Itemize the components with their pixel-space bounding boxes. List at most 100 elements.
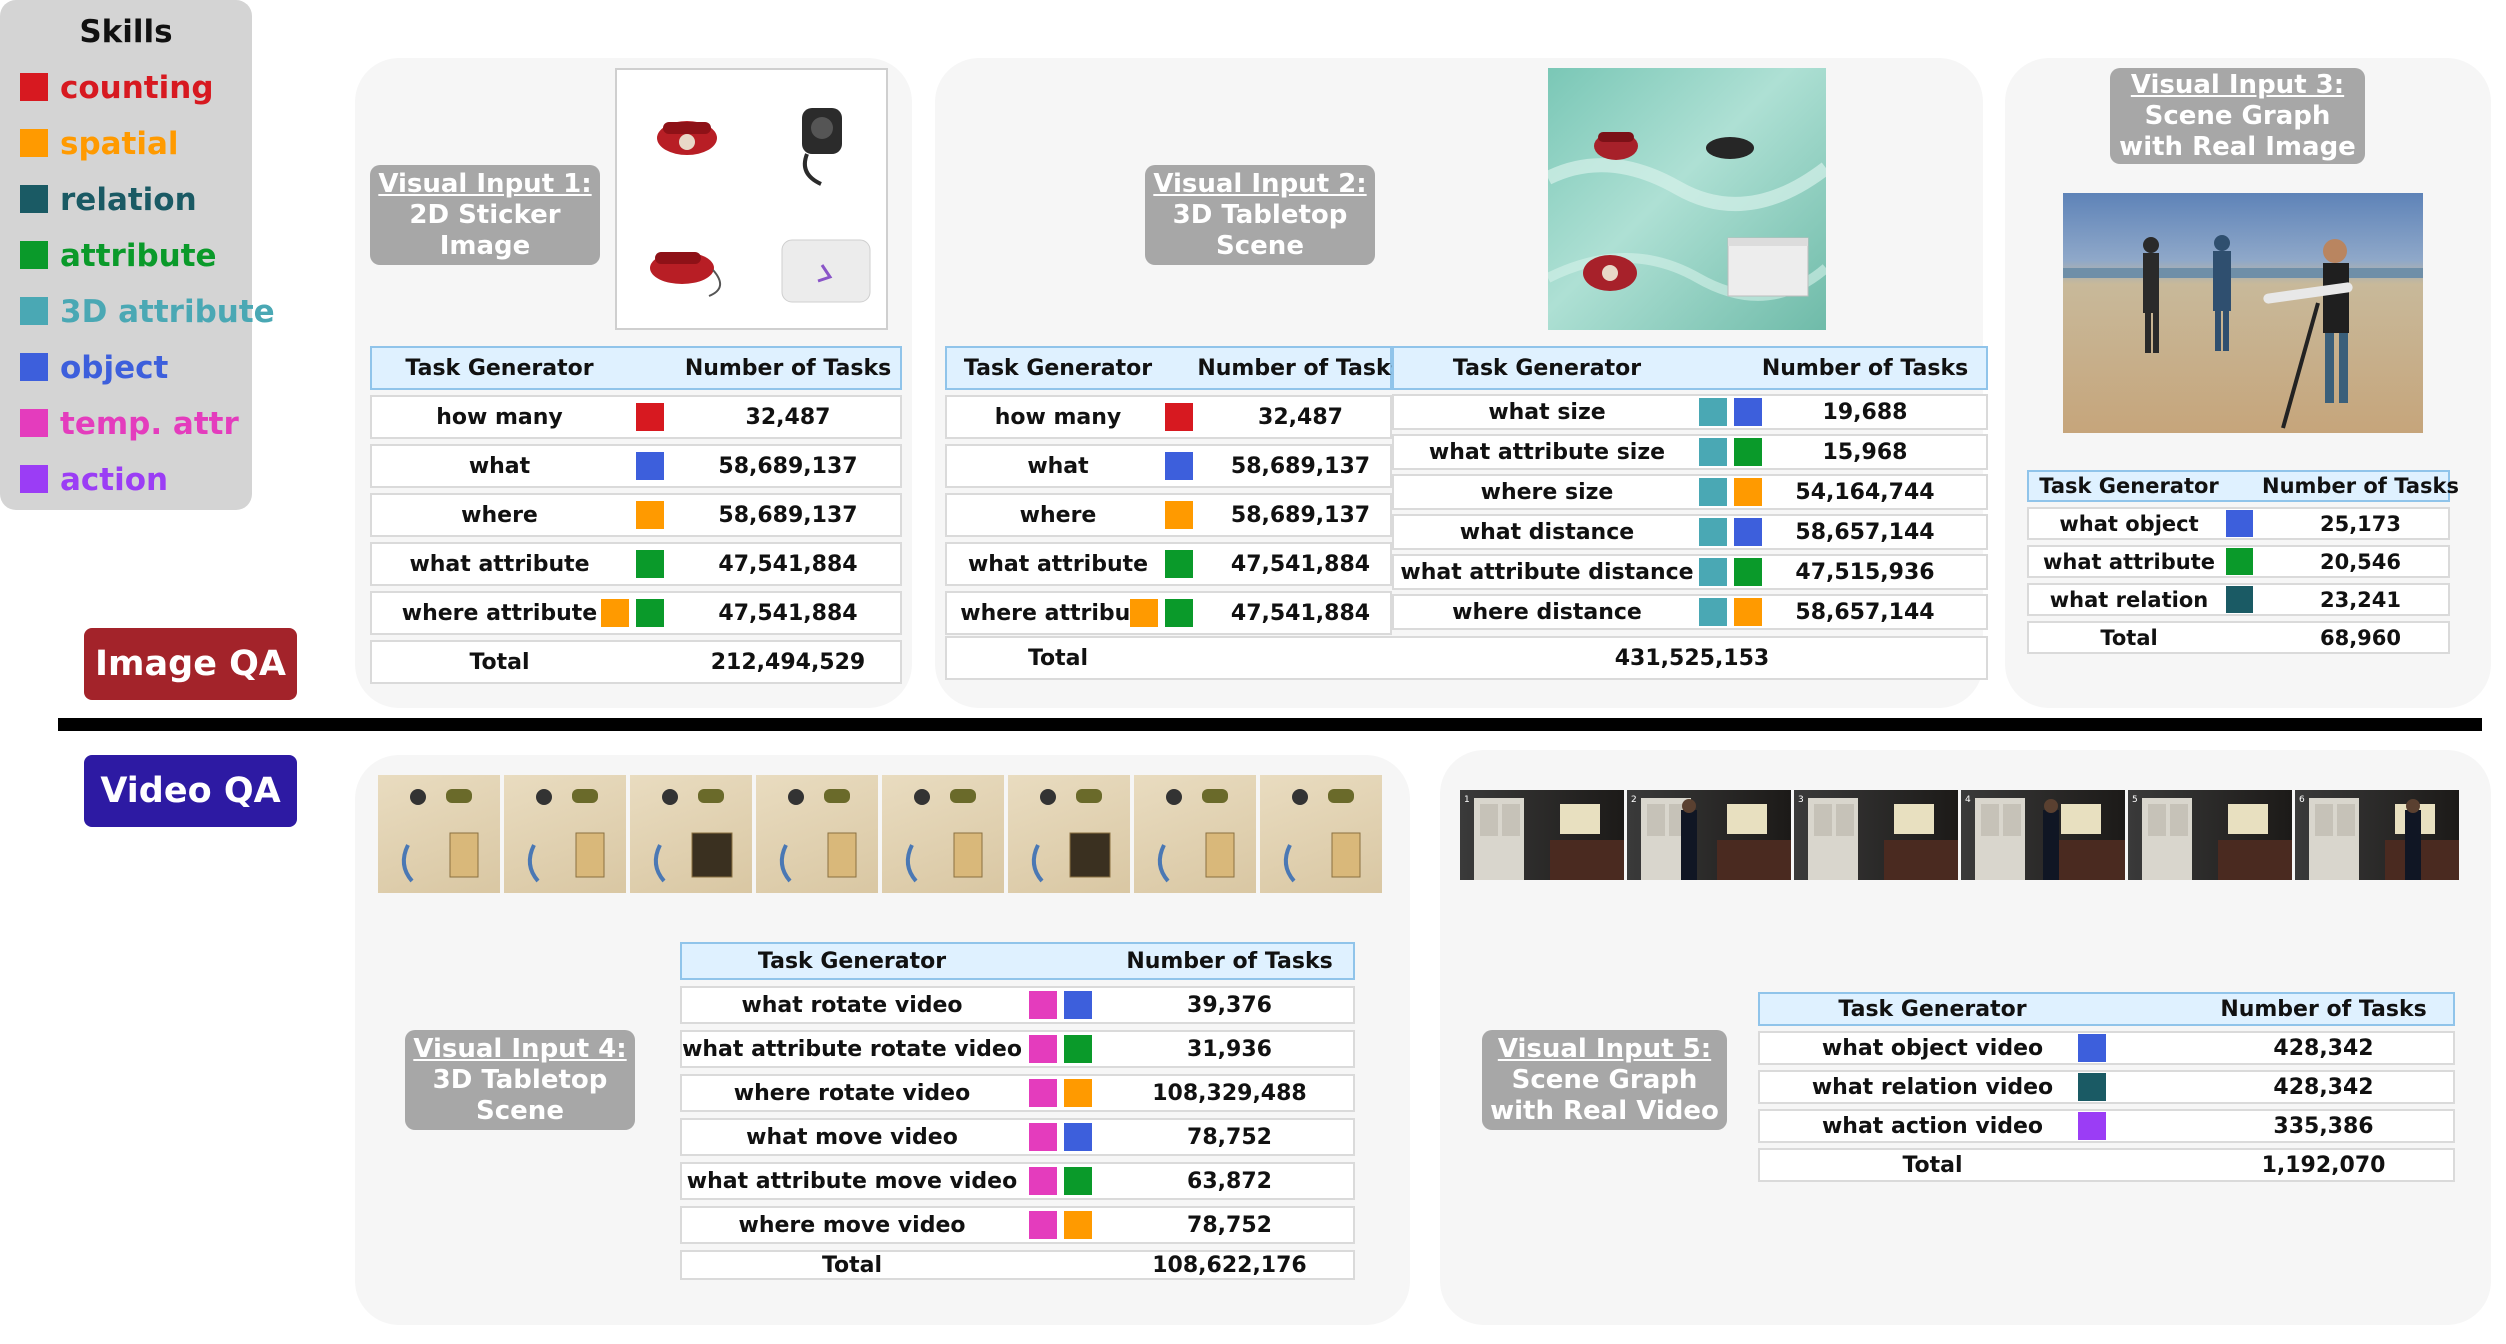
skill-swatch xyxy=(1165,501,1193,529)
total-value: 431,525,153 xyxy=(1614,645,1770,671)
skill-swatch xyxy=(1734,478,1762,506)
table-total-row: Total 1,192,070 xyxy=(1758,1148,2455,1182)
header-number-of-tasks: Number of Tasks xyxy=(2262,474,2459,498)
white-router-icon xyxy=(781,239,871,303)
number-of-tasks: 108,329,488 xyxy=(1152,1080,1307,1106)
skill-swatch xyxy=(1734,438,1762,466)
skill-swatches xyxy=(636,397,664,437)
video-frame xyxy=(504,775,626,893)
number-of-tasks: 47,541,884 xyxy=(718,600,858,626)
skill-legend-item: 3D attribute xyxy=(20,294,275,330)
skill-swatches xyxy=(636,495,664,535)
skill-label: counting xyxy=(60,70,214,106)
task-generator-name: what move video xyxy=(746,1124,958,1150)
skill-swatches xyxy=(1165,397,1193,437)
skill-label: relation xyxy=(60,182,197,218)
skill-swatch xyxy=(1165,452,1193,480)
task-generator-name: where rotate video xyxy=(733,1080,971,1106)
frame-number: 1 xyxy=(1464,795,1470,805)
task-generator-name: what attribute move video xyxy=(686,1168,1018,1194)
video-frame: 3 xyxy=(1794,790,1958,880)
video-frame xyxy=(1134,775,1256,893)
task-generator-name: what attribute xyxy=(2043,549,2215,574)
total-value: 108,622,176 xyxy=(1152,1252,1307,1278)
skill-swatch xyxy=(636,452,664,480)
number-of-tasks: 15,968 xyxy=(1822,439,1908,465)
tabletop-scene-image xyxy=(1548,68,1826,330)
task-generator-name: what xyxy=(468,453,531,479)
skill-swatch xyxy=(2078,1034,2106,1062)
task-generator-name: where distance xyxy=(1452,599,1642,625)
task-generator-name: what size xyxy=(1488,399,1606,425)
number-of-tasks: 58,689,137 xyxy=(1230,502,1371,528)
table-row: what action video 335,386 xyxy=(1758,1109,2455,1143)
image-qa-label: Image QA xyxy=(84,628,297,700)
task-generator-name: how many xyxy=(994,404,1122,430)
skill-swatch xyxy=(1064,1035,1092,1063)
red-rotary-phone-icon xyxy=(1583,255,1637,291)
skill-label: action xyxy=(60,462,169,498)
skill-label: object xyxy=(60,350,169,386)
skill-swatches xyxy=(2078,1111,2106,1141)
header-task-generator: Task Generator xyxy=(405,355,594,381)
header-task-generator: Task Generator xyxy=(757,948,947,974)
header-task-generator: Task Generator xyxy=(1838,996,2027,1022)
skill-swatch xyxy=(1064,991,1092,1019)
skill-swatch xyxy=(20,240,48,269)
skill-swatch xyxy=(1699,518,1727,546)
skill-swatch xyxy=(601,599,629,627)
number-of-tasks: 58,657,144 xyxy=(1795,519,1935,545)
number-of-tasks: 335,386 xyxy=(2273,1113,2374,1139)
number-of-tasks: 31,936 xyxy=(1187,1036,1272,1062)
task-generator-name: where move video xyxy=(738,1212,966,1238)
skill-swatches xyxy=(1699,596,1762,628)
skill-swatch xyxy=(20,184,48,213)
person-figure-icon xyxy=(2143,237,2159,353)
total-label: Total xyxy=(1902,1152,1963,1178)
skill-swatches xyxy=(1165,446,1193,486)
skill-swatch xyxy=(2078,1112,2106,1140)
skill-swatch xyxy=(1064,1211,1092,1239)
red-phone-icon xyxy=(650,252,721,297)
number-of-tasks: 428,342 xyxy=(2273,1074,2374,1100)
number-of-tasks: 58,689,137 xyxy=(718,453,858,479)
skill-label: attribute xyxy=(60,238,217,274)
video-frame: 5 xyxy=(2128,790,2292,880)
header-task-generator: Task Generator xyxy=(963,355,1153,381)
skill-label: temp. attr xyxy=(60,406,239,442)
skill-swatches xyxy=(636,446,664,486)
skill-swatch xyxy=(2226,548,2253,575)
number-of-tasks: 39,376 xyxy=(1187,992,1272,1018)
skill-swatch xyxy=(636,501,664,529)
task-generator-name: what action video xyxy=(1821,1113,2044,1139)
skill-swatch xyxy=(1734,558,1762,586)
skill-swatch xyxy=(1734,518,1762,546)
skills-title: Skills xyxy=(79,14,173,50)
skill-label: 3D attribute xyxy=(60,294,275,330)
total-value: 1,192,070 xyxy=(2261,1152,2386,1178)
white-router-icon xyxy=(1727,237,1809,297)
task-generator-name: what attribute xyxy=(409,551,590,577)
skill-swatch xyxy=(1029,1079,1057,1107)
red-phone-icon xyxy=(1594,132,1638,160)
skill-swatch xyxy=(1029,1123,1057,1151)
